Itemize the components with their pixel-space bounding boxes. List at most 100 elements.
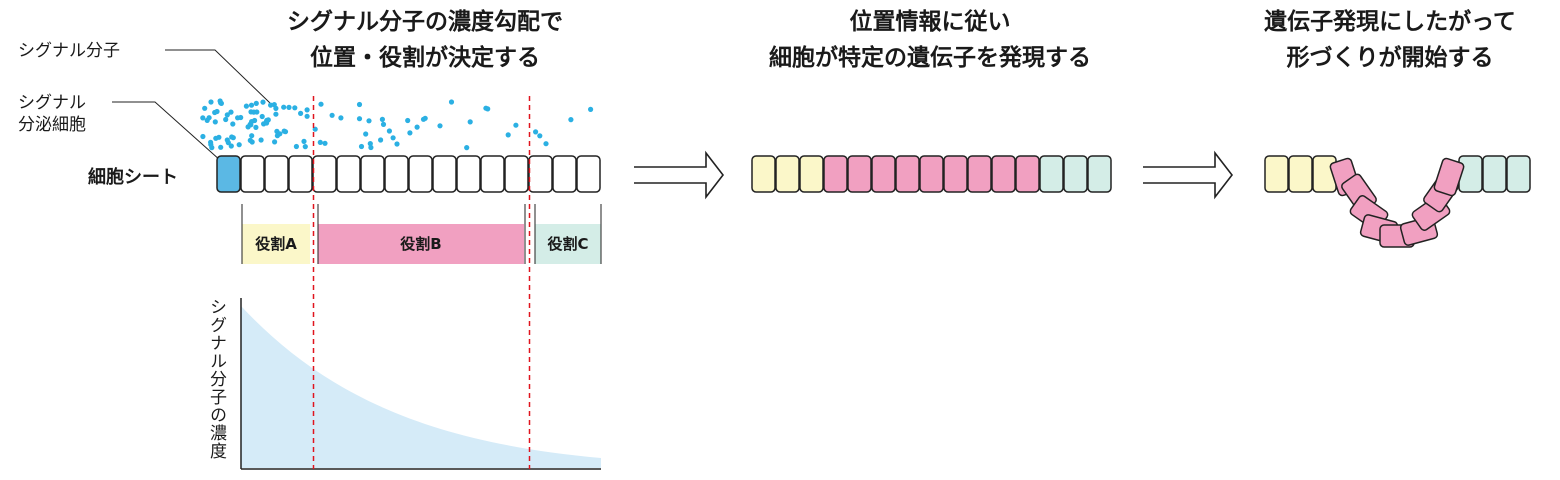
role-a-cell — [1264, 155, 1289, 193]
signal-dot — [277, 131, 283, 137]
signal-dot — [208, 99, 214, 105]
signal-dot — [380, 121, 387, 127]
signal-dot — [224, 137, 230, 143]
secreting-cell-label-line2: 分泌細胞 — [18, 115, 86, 135]
secreting-cell — [216, 155, 241, 193]
step1-title: シグナル分子の濃度勾配で 位置・役割が決定する — [235, 4, 615, 76]
signal-dot — [200, 115, 206, 121]
signal-dot — [405, 117, 411, 124]
signal-dot — [390, 135, 396, 141]
signal-dot — [223, 116, 229, 123]
signal-dot — [467, 119, 473, 125]
signal-dot — [258, 137, 264, 143]
sheet-cell — [576, 155, 601, 193]
signal-molecule-label: シグナル分子 — [18, 41, 120, 61]
signal-dot — [298, 110, 304, 116]
signal-dot — [568, 117, 574, 123]
signal-dot — [217, 98, 223, 104]
signal-dot — [588, 106, 594, 112]
signal-dot — [202, 105, 208, 111]
role-c-cell — [1506, 155, 1531, 193]
concentration-curve — [241, 306, 601, 468]
signal-dot — [206, 115, 212, 121]
role-a-cell — [751, 155, 776, 193]
signal-dot — [407, 130, 413, 136]
role-b-cell — [1433, 157, 1465, 197]
signal-dot — [273, 111, 279, 117]
signal-dot — [301, 138, 307, 144]
signal-dot — [292, 105, 298, 111]
signal-dot — [249, 139, 255, 145]
role-a-band: 役割A — [242, 224, 310, 264]
signal-dot — [485, 106, 491, 112]
signal-dot — [363, 131, 369, 137]
signal-molecule-leader — [165, 49, 271, 104]
signal-dot — [214, 108, 220, 115]
signal-dot — [358, 143, 365, 150]
signal-dot — [356, 101, 363, 108]
sheet-cell — [360, 155, 385, 193]
signal-dot — [537, 133, 543, 139]
role-c-cell — [1087, 155, 1112, 193]
cell-sheet-label: 細胞シート — [88, 167, 178, 188]
cell-sheet-step1 — [216, 155, 601, 193]
sheet-cell — [480, 155, 505, 193]
step3-title-line1: 遺伝子発現にしたがって — [1264, 9, 1516, 35]
secreting-cell-label: シグナル 分泌細胞 — [18, 92, 86, 136]
signal-dot — [304, 113, 310, 119]
secreting-cell-label-line1: シグナル — [18, 93, 86, 113]
step3-title: 遺伝子発現にしたがって 形づくりが開始する — [1220, 4, 1560, 76]
signal-dot — [367, 141, 373, 147]
role-b-cell — [967, 155, 992, 193]
signal-dot — [212, 119, 218, 125]
signal-dot — [228, 143, 234, 149]
signal-dot — [248, 102, 255, 108]
step2-title-line1: 位置情報に従い — [849, 9, 1011, 35]
signal-dot — [437, 123, 443, 129]
signal-dot — [293, 143, 299, 150]
role-c-cell — [1063, 155, 1088, 193]
signal-dot — [338, 115, 344, 121]
signal-dot — [505, 132, 511, 138]
signal-dot — [235, 115, 241, 121]
signal-dot — [272, 139, 278, 145]
sheet-cell — [504, 155, 529, 193]
signal-dot — [356, 116, 363, 122]
signal-dot — [322, 140, 328, 146]
role-b-band: 役割B — [318, 224, 524, 264]
role-b-cell — [943, 155, 968, 193]
cell-sheet-step2 — [751, 155, 1112, 193]
signal-dot — [273, 105, 279, 111]
signal-dot — [281, 104, 287, 110]
signal-dot — [200, 133, 206, 140]
step2-title-line2: 細胞が特定の遺伝子を発現する — [769, 45, 1091, 71]
signal-dot — [394, 141, 400, 147]
signal-dot — [264, 120, 270, 126]
cell-sheet-step3 — [1264, 155, 1531, 248]
role-c-cell — [1039, 155, 1064, 193]
signal-dot — [259, 113, 265, 120]
signal-dot — [420, 116, 427, 122]
role-b-cell — [895, 155, 920, 193]
role-c-band: 役割C — [535, 224, 601, 264]
signal-dot — [224, 112, 230, 118]
sheet-cell — [336, 155, 361, 193]
signal-dot — [378, 137, 384, 143]
sheet-cell — [408, 155, 433, 193]
signal-dot — [229, 134, 235, 140]
signal-dot — [448, 99, 455, 105]
signal-dot — [386, 128, 392, 134]
signal-dot — [230, 121, 236, 127]
role-b-cell — [919, 155, 944, 193]
signal-dot — [209, 145, 215, 151]
y-axis-label: シグナル分子の濃度 — [206, 298, 226, 460]
step3-title-line2: 形づくりが開始する — [1286, 45, 1494, 71]
role-b-cell — [871, 155, 896, 193]
signal-dot — [253, 124, 259, 130]
role-c-cell — [1482, 155, 1507, 193]
role-b-cell — [991, 155, 1016, 193]
signal-dot — [318, 101, 324, 107]
signal-dot — [249, 133, 255, 139]
signal-dot — [464, 145, 470, 151]
